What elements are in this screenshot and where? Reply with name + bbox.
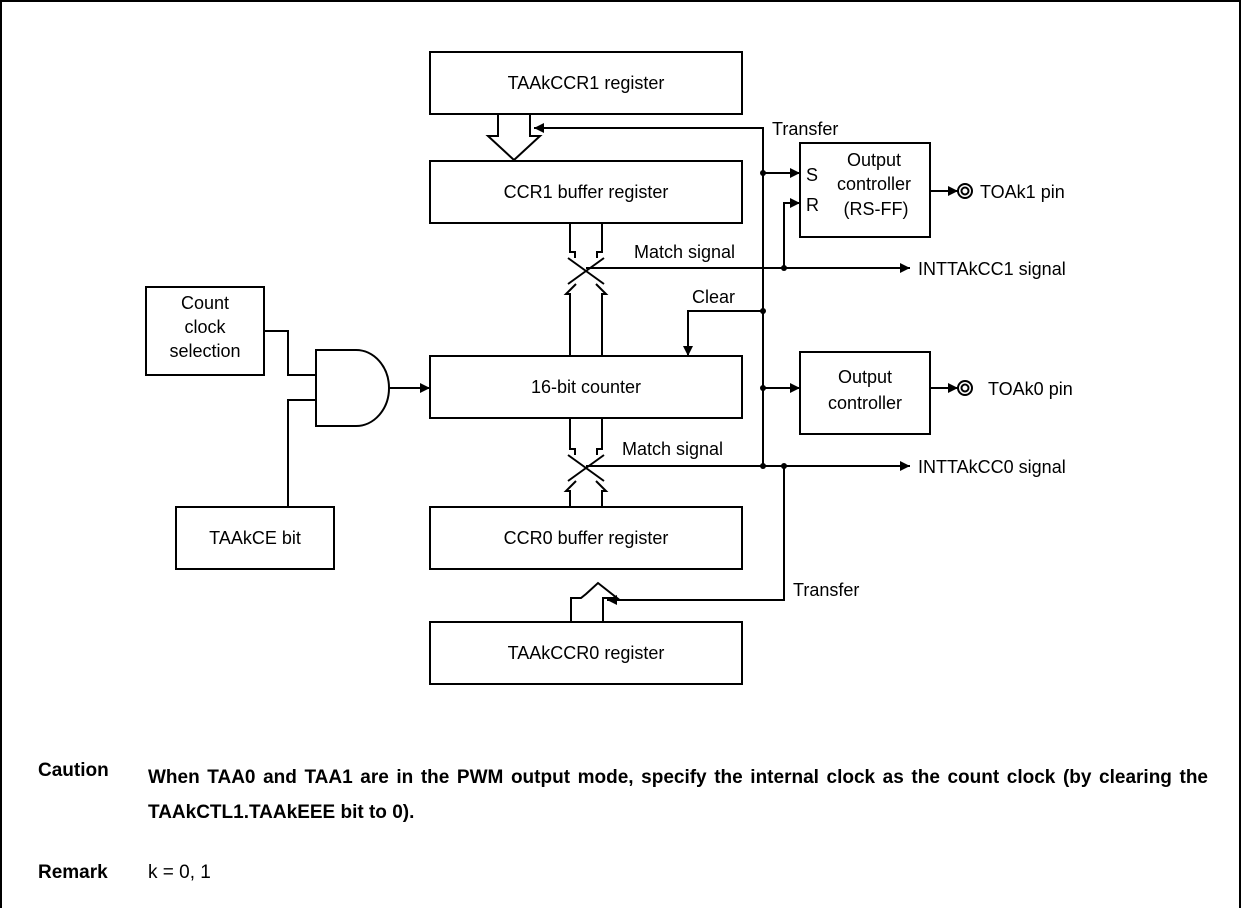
output-controller-box bbox=[799, 351, 931, 435]
match-cross-ccr0 bbox=[567, 454, 605, 482]
wire-clear bbox=[683, 310, 763, 356]
reset-input-label: R bbox=[806, 195, 819, 215]
ccr0-buffer-register-box bbox=[429, 506, 743, 570]
bus-ccr1-lower bbox=[563, 283, 609, 356]
toak0-pin-icon-inner bbox=[960, 383, 970, 393]
match-cross-ccr1 bbox=[567, 257, 605, 285]
wire-count-clock-to-gate bbox=[264, 330, 316, 376]
ccr1-buffer-register-label: CCR1 buffer register bbox=[504, 182, 669, 202]
clear-label: Clear bbox=[692, 287, 735, 307]
toak1-pin-icon bbox=[957, 183, 973, 199]
transfer-top-label: Transfer bbox=[772, 119, 838, 139]
taakce-bit-box bbox=[175, 506, 335, 570]
junction-dot bbox=[760, 385, 766, 391]
counter-16bit-label: 16-bit counter bbox=[531, 377, 641, 397]
taakce-bit-label: TAAkCE bit bbox=[209, 528, 301, 548]
junction-dot bbox=[781, 463, 787, 469]
toak1-pin-icon-inner bbox=[960, 186, 970, 196]
ccr0-buffer-register-label: CCR0 buffer register bbox=[504, 528, 669, 548]
count-clock-selection-label-2: clock bbox=[184, 317, 226, 337]
remark-label: Remark bbox=[38, 862, 108, 883]
wire-reset-input bbox=[783, 198, 800, 268]
hollow-arrow-ccr0-load bbox=[570, 581, 620, 621]
match-signal-top-label: Match signal bbox=[634, 242, 735, 262]
output-controller-label-2: controller bbox=[828, 393, 902, 413]
output-controller-rsff-label-3: (RS-FF) bbox=[844, 199, 909, 219]
caution-label: Caution bbox=[38, 760, 109, 781]
wire-taakce-to-gate bbox=[287, 399, 316, 507]
toak0-pin-label: TOAk0 pin bbox=[988, 379, 1073, 399]
junction-dot bbox=[781, 265, 787, 271]
output-controller-rsff-label-2: controller bbox=[837, 174, 911, 194]
match-signal-bottom-label: Match signal bbox=[622, 439, 723, 459]
wire-transfer-ccr1 bbox=[534, 123, 764, 173]
junction-dot bbox=[760, 463, 766, 469]
transfer-bottom-label: Transfer bbox=[793, 580, 859, 600]
inttakcc1-signal-label: INTTAkCC1 signal bbox=[918, 259, 1066, 279]
bus-ccr0-upper bbox=[569, 418, 603, 455]
and-gate bbox=[315, 349, 390, 427]
junction-dot bbox=[760, 170, 766, 176]
taakccr0-register-box bbox=[429, 621, 743, 685]
taakccr1-register-label: TAAkCCR1 register bbox=[508, 73, 665, 93]
bus-ccr1-upper bbox=[569, 223, 603, 258]
hollow-arrow-ccr1-load bbox=[485, 114, 543, 162]
taakccr1-register-box bbox=[429, 51, 743, 115]
bus-ccr0-lower bbox=[563, 480, 609, 507]
count-clock-selection-label-3: selection bbox=[169, 341, 240, 361]
ccr1-buffer-register-box bbox=[429, 160, 743, 224]
set-input-label: S bbox=[806, 165, 818, 185]
wire-transfer-ccr0 bbox=[607, 466, 785, 605]
output-controller-rsff-label-1: Output bbox=[847, 150, 901, 170]
taakccr0-register-label: TAAkCCR0 register bbox=[508, 643, 665, 663]
count-clock-selection-label-1: Count bbox=[181, 293, 229, 313]
toak0-pin-icon bbox=[957, 380, 973, 396]
remark-text: k = 0, 1 bbox=[148, 862, 211, 883]
output-controller-label-1: Output bbox=[838, 367, 892, 387]
toak1-pin-label: TOAk1 pin bbox=[980, 182, 1065, 202]
inttakcc0-signal-label: INTTAkCC0 signal bbox=[918, 457, 1066, 477]
caution-text: When TAA0 and TAA1 are in the PWM output… bbox=[148, 767, 1208, 823]
junction-dot bbox=[760, 308, 766, 314]
